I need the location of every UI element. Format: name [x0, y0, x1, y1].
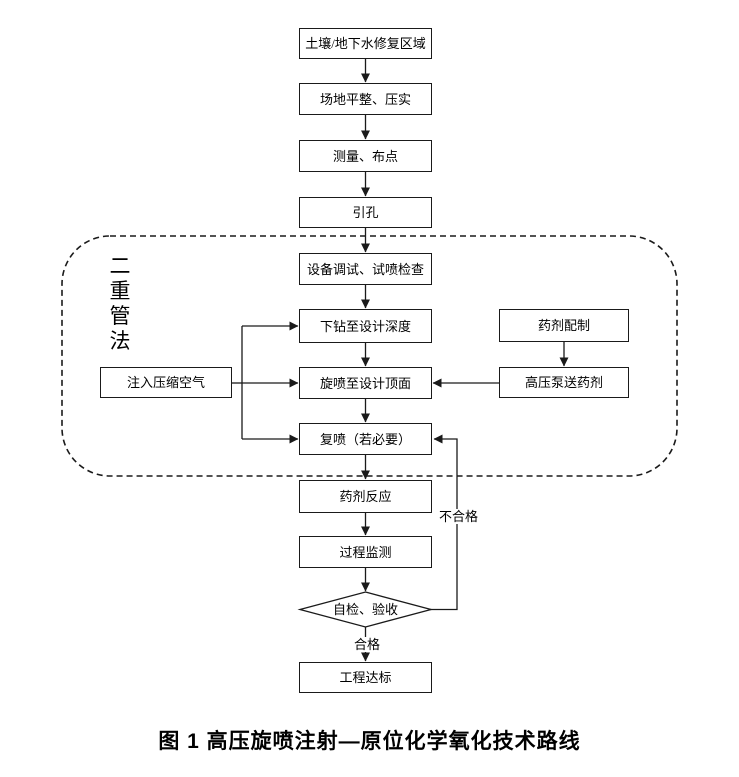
node-respray: 复喷（若必要）	[299, 423, 432, 455]
node-pump-agent: 高压泵送药剂	[499, 367, 629, 398]
node-equipment-debug: 设备调试、试喷检查	[299, 253, 432, 285]
node-project-standard: 工程达标	[299, 662, 432, 693]
node-site-leveling: 场地平整、压实	[299, 83, 432, 115]
node-inject-air: 注入压缩空气	[100, 367, 232, 398]
decision-diamond	[297, 591, 434, 628]
node-jet-to-top: 旋喷至设计顶面	[299, 367, 432, 399]
node-self-check-label: 自检、验收	[332, 602, 398, 617]
figure-caption: 图 1 高压旋喷注射—原位化学氧化技术路线	[158, 730, 581, 753]
pass-edge-label: 合格	[352, 637, 383, 652]
flow-arrows	[232, 59, 569, 662]
fail-edge-label: 不合格	[437, 509, 481, 524]
node-drill-to-depth: 下钻至设计深度	[299, 309, 432, 343]
node-process-monitor: 过程监测	[299, 536, 432, 568]
node-agent-reaction: 药剂反应	[299, 480, 432, 513]
node-pilot-hole: 引孔	[299, 197, 432, 228]
node-soil-area: 土壤/地下水修复区域	[299, 28, 432, 59]
double-pipe-method-label: 二重管法	[109, 254, 131, 353]
node-agent-prep: 药剂配制	[499, 309, 629, 342]
node-survey-layout: 测量、布点	[299, 140, 432, 172]
